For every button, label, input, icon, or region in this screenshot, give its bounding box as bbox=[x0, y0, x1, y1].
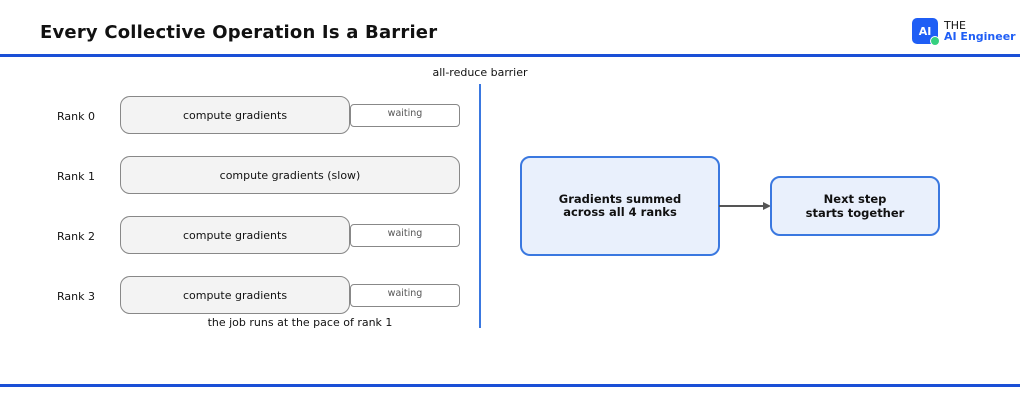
waiting-box: waiting bbox=[350, 284, 460, 307]
barrier-label: all-reduce barrier bbox=[432, 66, 528, 79]
compute-box-slow: compute gradients (slow) bbox=[120, 156, 460, 194]
rank-label: Rank 1 bbox=[57, 170, 95, 183]
barrier-line bbox=[479, 84, 481, 328]
logo-dot-icon bbox=[930, 36, 940, 46]
logo-badge-text: AI bbox=[918, 24, 932, 38]
gradients-summed-box: Gradients summed across all 4 ranks bbox=[520, 156, 720, 256]
waiting-box: waiting bbox=[350, 104, 460, 127]
ai-engineer-logo-icon: AI bbox=[912, 18, 940, 46]
page-title: Every Collective Operation Is a Barrier bbox=[40, 22, 438, 43]
waiting-box: waiting bbox=[350, 224, 460, 247]
rank-label: Rank 2 bbox=[57, 230, 95, 243]
compute-box: compute gradients bbox=[120, 276, 350, 314]
compute-box: compute gradients bbox=[120, 96, 350, 134]
rank-label: Rank 3 bbox=[57, 290, 95, 303]
rank-label: Rank 0 bbox=[57, 110, 95, 123]
logo-line1: THE bbox=[944, 19, 966, 32]
compute-box: compute gradients bbox=[120, 216, 350, 254]
top-divider bbox=[0, 54, 1020, 57]
bottom-divider bbox=[0, 384, 1020, 387]
logo-line2: AI Engineer bbox=[944, 30, 1016, 43]
arrow-right-icon bbox=[719, 202, 771, 210]
next-step-box: Next step starts together bbox=[770, 176, 940, 236]
footnote: the job runs at the pace of rank 1 bbox=[207, 316, 393, 329]
